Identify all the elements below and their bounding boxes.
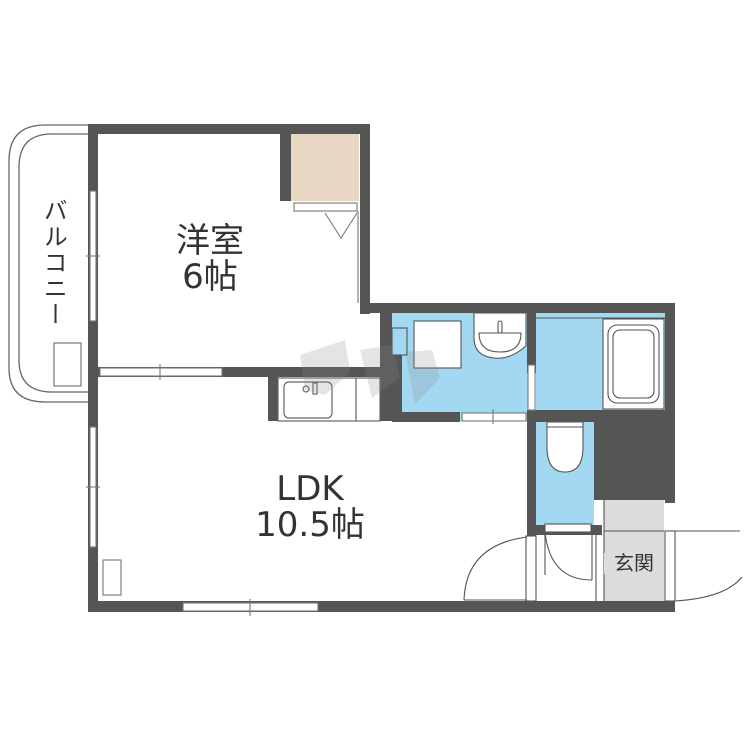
refrigerator-space — [102, 559, 122, 596]
western-room-label: 洋室 6帖 — [150, 221, 270, 297]
balcony-label: バルコニー — [39, 198, 68, 328]
ldk-name: LDK — [276, 469, 344, 509]
entrance-label: 玄関 — [604, 553, 664, 574]
windows — [86, 190, 536, 616]
washbasin — [473, 312, 527, 359]
closet — [291, 134, 359, 201]
doors — [463, 499, 743, 602]
balcony — [8, 124, 90, 403]
watermark — [300, 340, 440, 405]
western-room-size: 6帖 — [182, 256, 238, 297]
washing-machine-space — [391, 320, 462, 369]
walls — [88, 124, 675, 612]
western-room-name: 洋室 — [176, 221, 244, 261]
bathtub — [536, 317, 665, 410]
outdoor-ac-unit — [53, 342, 82, 387]
entrance-floor — [604, 499, 664, 601]
ldk-label: LDK 10.5帖 — [240, 469, 380, 545]
ldk-size: 10.5帖 — [255, 504, 365, 545]
toilet — [544, 421, 592, 533]
kitchen-counter — [277, 377, 381, 422]
closet-door — [293, 202, 359, 303]
